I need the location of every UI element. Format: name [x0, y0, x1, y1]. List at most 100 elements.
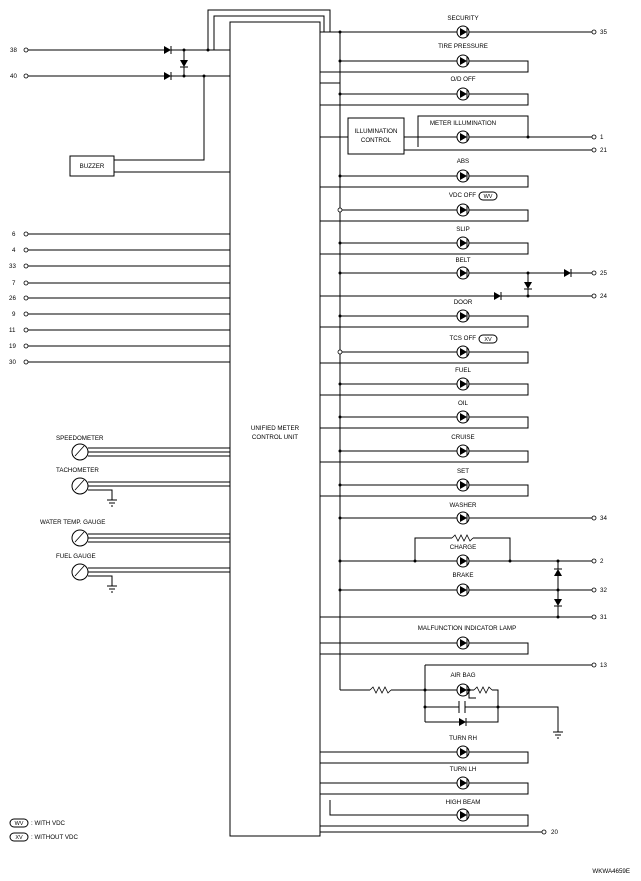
indicator-brake: BRAKE — [453, 572, 473, 597]
pin-33-label: 33 — [9, 263, 16, 270]
tachometer-label: TACHOMETER — [56, 467, 99, 474]
terminal-40 — [23, 73, 29, 79]
indicator-cruise: CRUISE — [451, 434, 475, 458]
set-label: SET — [457, 468, 469, 475]
indicator-tcs-off: TCS OFF XV — [450, 334, 498, 359]
resistor-icon — [473, 686, 493, 694]
indicator-set: SET — [456, 468, 470, 492]
diode-icon — [180, 60, 188, 67]
pin-13-label: 13 — [600, 662, 607, 669]
pin-32-label: 32 — [600, 587, 607, 594]
water-temp-label: WATER TEMP. GAUGE — [40, 519, 105, 526]
indicator-wiring — [320, 30, 592, 833]
door-label: DOOR — [454, 299, 473, 306]
indicator-belt: BELT — [455, 257, 471, 280]
terminal-38 — [23, 47, 29, 53]
gauge-icon — [71, 563, 89, 581]
indicator-fuel: FUEL — [455, 367, 471, 391]
mil-label: MALFUNCTION INDICATOR LAMP — [418, 625, 516, 632]
turn-rh-label: TURN RH — [449, 735, 477, 742]
buzzer-label: BUZZER — [80, 163, 105, 170]
legend-xv-badge-text: XV — [15, 835, 23, 841]
legend-xv-text: : WITHOUT VDC — [31, 834, 79, 841]
meter-illumination-label: METER ILLUMINATION — [430, 120, 496, 127]
pin-40-label: 40 — [10, 73, 17, 80]
indicator-turn-rh: TURN RH — [449, 735, 477, 759]
indicator-high-beam: HIGH BEAM — [446, 799, 481, 822]
abs-label: ABS — [457, 158, 469, 165]
indicator-tire-pressure: TIRE PRESSURE — [438, 43, 488, 68]
pin-7-label: 7 — [12, 280, 16, 287]
security-label: SECURITY — [447, 15, 478, 22]
unit-label-line1: UNIFIED METER — [251, 425, 300, 432]
pin-6-label: 6 — [12, 231, 16, 238]
ground-icon — [553, 731, 563, 739]
oil-label: OIL — [458, 400, 469, 407]
charge-label: CHARGE — [450, 544, 476, 551]
pin-20-label: 20 — [551, 829, 558, 836]
xv-badge-text: XV — [484, 337, 492, 343]
pin-38-label: 38 — [10, 47, 17, 54]
speedometer-gauge: SPEEDOMETER — [56, 435, 230, 461]
gauge-icon — [71, 443, 89, 461]
gauge-icon — [71, 477, 89, 495]
right-terminals: 35 1 21 25 24 34 2 32 31 13 20 — [541, 29, 607, 836]
diode-icon — [164, 72, 171, 80]
indicator-washer: WASHER — [450, 502, 477, 525]
indicator-slip: SLIP — [456, 226, 470, 250]
tire-pressure-label: TIRE PRESSURE — [438, 43, 488, 50]
cruise-label: CRUISE — [451, 434, 474, 441]
xv-badge — [478, 334, 498, 344]
illumination-control — [347, 117, 405, 155]
indicator-abs: ABS — [456, 158, 470, 183]
water-temp-gauge: WATER TEMP. GAUGE — [40, 519, 230, 547]
speedometer-label: SPEEDOMETER — [56, 435, 104, 442]
pin-35-label: 35 — [600, 29, 607, 36]
illumination-control-label-line1: ILLUMINATION — [355, 128, 398, 135]
fuel-gauge: FUEL GAUGE — [56, 553, 230, 593]
vdc-off-label: VDC OFF — [449, 192, 476, 199]
pin-4-label: 4 — [12, 247, 16, 254]
air-bag-label: AIR BAG — [450, 672, 475, 679]
indicator-turn-lh: TURN LH — [450, 766, 477, 790]
od-off-label: O/D OFF — [450, 76, 475, 83]
zener-icon — [459, 718, 466, 726]
indicator-mil: MALFUNCTION INDICATOR LAMP — [418, 625, 516, 650]
indicator-security: SECURITY — [447, 15, 479, 39]
wv-badge-text: WV — [484, 194, 493, 200]
legend-wv-text: : WITH VDC — [31, 820, 66, 827]
resistor-icon — [451, 534, 474, 542]
tcs-off-label: TCS OFF — [450, 335, 477, 342]
gauge-icon — [71, 529, 89, 547]
fuel-label: FUEL — [455, 367, 471, 374]
ground-icon — [107, 585, 117, 593]
figure-id: WKWA4659E — [592, 868, 630, 875]
wv-badge — [478, 191, 498, 201]
indicator-oil: OIL — [456, 400, 470, 424]
indicator-od-off: O/D OFF — [450, 76, 476, 101]
buzzer — [69, 155, 115, 177]
pin-26-label: 26 — [9, 295, 16, 302]
pin-34-label: 34 — [600, 515, 607, 522]
pin-1-label: 1 — [600, 134, 604, 141]
pin-40-circuit: 40 — [10, 72, 230, 80]
high-beam-label: HIGH BEAM — [446, 799, 481, 806]
turn-lh-label: TURN LH — [450, 766, 477, 773]
pin-21-label: 21 — [600, 147, 607, 154]
legend-wv-badge — [9, 818, 29, 828]
indicator-door: DOOR — [454, 299, 473, 323]
pin-9-label: 9 — [12, 311, 16, 318]
fuel-gauge-label: FUEL GAUGE — [56, 553, 96, 560]
legend-wv-badge-text: WV — [15, 821, 24, 827]
pin-24-label: 24 — [600, 293, 607, 300]
tachometer-gauge: TACHOMETER — [56, 467, 230, 507]
slip-label: SLIP — [456, 226, 469, 233]
legend: WV : WITH VDC XV : WITHOUT VDC — [9, 818, 79, 842]
illumination-control-label-line2: CONTROL — [361, 137, 392, 144]
unified-meter-control-unit — [229, 21, 321, 837]
washer-label: WASHER — [450, 502, 477, 509]
pin-11-label: 11 — [9, 327, 16, 334]
pin-19-label: 19 — [9, 343, 16, 350]
indicator-air-bag: AIR BAG — [450, 672, 476, 697]
